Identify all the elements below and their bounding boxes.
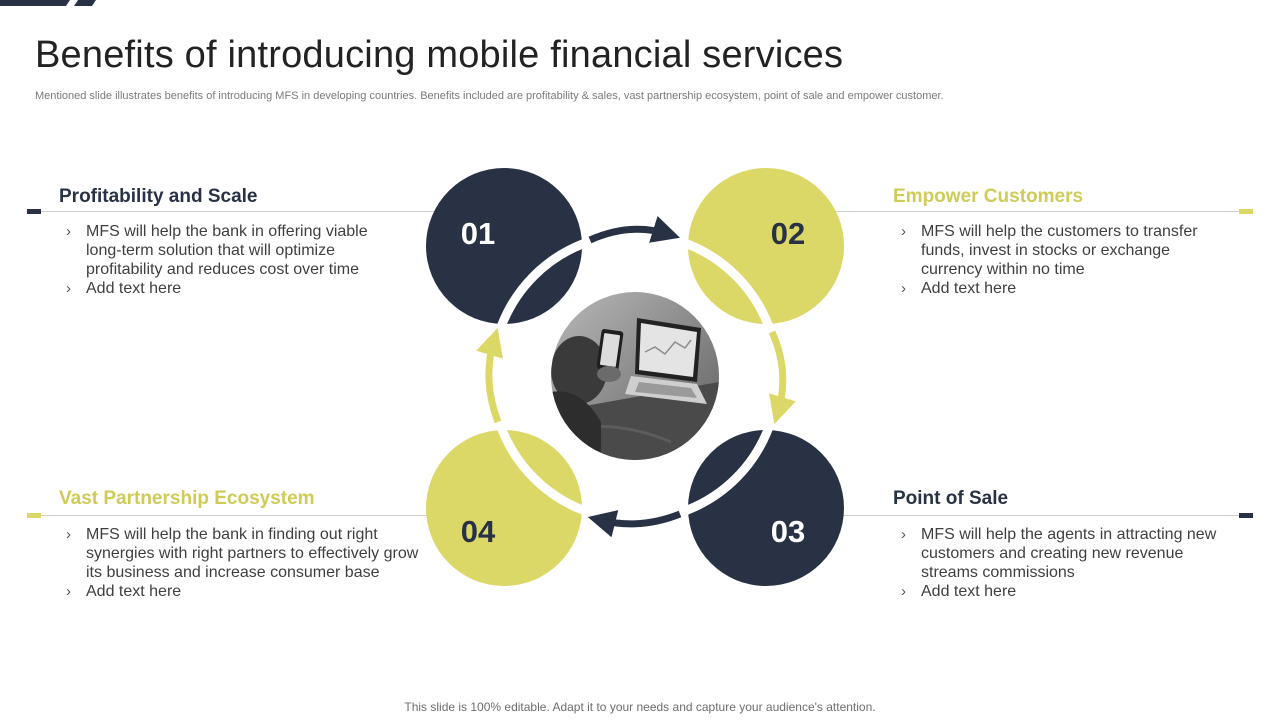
arrow-01-to-02 [588,216,681,244]
list-item: ›Add text here [901,280,1017,297]
chevron-right-icon: › [901,280,906,297]
chevron-right-icon: › [66,223,71,240]
section-title-empower: Empower Customers [893,186,1084,207]
list-item: ›Add text here [901,583,1017,600]
divider-line [830,515,1240,516]
step-circle-02 [688,168,844,324]
step-circle-03 [688,430,844,586]
divider-line [830,211,1240,212]
corner-accent-bar [0,0,96,6]
list-item: ›MFS will help the bank in offering viab… [66,223,368,278]
bullet-list-empower: ›MFS will help the customers to transfer… [901,222,1211,298]
person-using-smartphone-and-laptop-photo [551,292,719,460]
arrow-04-to-01 [476,327,503,424]
chevron-right-icon: › [66,583,71,600]
step-number-01: 01 [461,216,495,251]
list-item: ›Add text here [66,583,182,600]
slide-footer: This slide is 100% editable. Adapt it to… [404,700,876,714]
chevron-right-icon: › [901,223,906,240]
section-marker [1239,513,1253,518]
slide-title: Benefits of introducing mobile financial… [35,34,844,76]
list-item: ›Add text here [66,280,182,297]
bullet-list-profitability: ›MFS will help the bank in offering viab… [66,222,386,298]
step-number-02: 02 [771,216,805,251]
section-marker [27,513,41,518]
section-title-partnership: Vast Partnership Ecosystem [59,488,315,509]
chevron-right-icon: › [901,526,906,543]
section-title-profitability: Profitability and Scale [59,186,258,207]
arrow-03-to-04 [587,510,682,538]
section-title-point-of-sale: Point of Sale [893,488,1009,509]
bullet-list-partnership: ›MFS will help the bank in finding out r… [66,525,426,601]
list-item: ›MFS will help the customers to transfer… [901,223,1198,278]
arrow-02-to-03 [768,330,796,425]
chevron-right-icon: › [901,583,906,600]
step-number-03: 03 [771,514,805,549]
section-marker [1239,209,1253,214]
divider-line [40,515,440,516]
step-circle-01 [426,168,582,324]
list-item: ›MFS will help the agents in attracting … [901,526,1217,581]
center-photo [551,292,719,460]
divider-line [40,211,440,212]
bullet-list-point-of-sale: ›MFS will help the agents in attracting … [901,525,1221,601]
chevron-right-icon: › [66,526,71,543]
section-marker [27,209,41,214]
chevron-right-icon: › [66,280,71,297]
step-number-04: 04 [461,514,496,549]
list-item: ›MFS will help the bank in finding out r… [66,526,419,581]
slide-subtitle: Mentioned slide illustrates benefits of … [35,90,944,102]
step-circle-04 [426,430,582,586]
